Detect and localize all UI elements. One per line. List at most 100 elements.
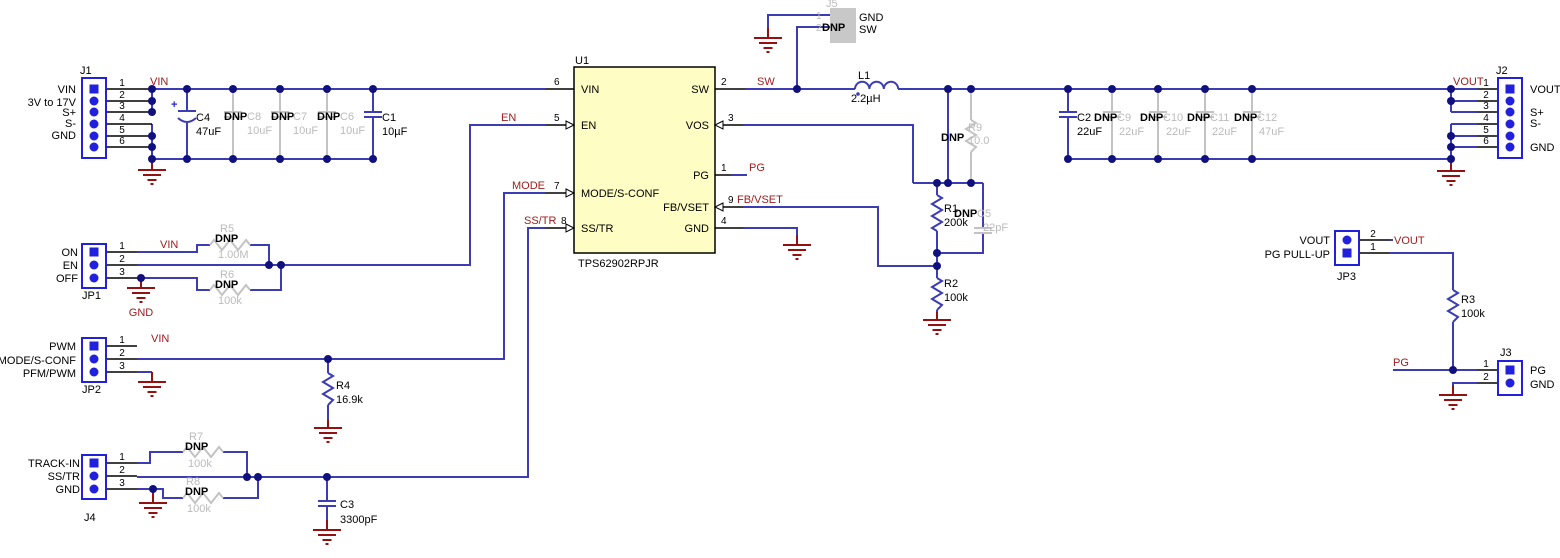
c7-dnp: DNP [271,111,294,123]
c12-dnp: DNP [1234,112,1257,124]
c2-value: 22uF [1077,126,1102,138]
j2-num: 6 [1483,136,1489,147]
r2-value: 100k [944,292,968,304]
net-gnd-jp1: GND [129,307,154,319]
r7-dnp: DNP [185,441,208,453]
c8-value: 10uF [247,125,272,137]
c6-value: 10uF [340,125,365,137]
mode-input-arrow-icon [565,188,576,198]
c3-ref: C3 [340,499,354,511]
j1-label-range: 3V to 17V [28,97,77,109]
c8-ref: C8 [247,111,261,123]
j3-ref: J3 [1500,347,1512,359]
j1-label-splus: S+ [62,107,76,119]
j2-num: 5 [1483,125,1489,136]
wire-sstr [137,227,545,478]
j4-label-track: TRACK-IN [28,458,80,470]
res-r3 [1446,289,1460,323]
cap-c12 [1243,89,1261,159]
c3-value: 3300pF [340,514,378,526]
res-r8 [182,491,224,505]
cap-c8 [224,89,242,159]
u1-num-7: 7 [554,181,560,192]
en-input-arrow-icon [565,120,576,130]
j5-label-sw: SW [859,24,877,36]
ground-j5 [754,28,782,53]
r6-dnp: DNP [215,279,238,291]
jp2-num: 2 [119,348,125,359]
cap-c6 [318,89,336,159]
j2-pin1-square [1505,84,1515,94]
u1-num-1: 1 [721,163,727,174]
sstr-input-arrow-icon [565,223,576,233]
res-r4 [321,372,335,406]
c9-value: 22uF [1119,126,1144,138]
jp2-stubs [106,345,137,373]
cap-c4: + [171,89,197,159]
c2-ref: C2 [1077,112,1091,124]
r6-value: 100k [218,295,242,307]
jp3-ref: JP3 [1337,271,1356,283]
c7-ref: C7 [293,111,307,123]
cap-c7 [271,89,289,159]
j4-stubs [106,462,137,490]
r5-dnp: DNP [215,233,238,245]
ground-jp2 [138,372,166,397]
j5-body [830,8,856,43]
c6-ref: C6 [340,111,354,123]
c4-value: 47uF [196,126,221,138]
inductor-l1 [854,80,900,96]
ground-r2 [923,312,951,335]
c7-value: 10uF [293,125,318,137]
j2-num: 2 [1483,90,1489,101]
jp3-label-pullup: PG PULL-UP [1265,249,1330,261]
connector-jp2: JP2 1 2 3 PWM MODE/S-CONF PFM/PWM [0,335,125,396]
j5-label-gnd: GND [859,12,884,24]
net-vin-j1: VIN [150,76,168,88]
r1-ref: R1 [944,203,958,215]
res-r5 [209,238,251,252]
ground-symbols [127,28,1467,545]
j4-label-sstr: SS/TR [48,471,80,483]
l1-ref: L1 [858,70,870,82]
j1-num: 2 [119,90,125,101]
wire-j5-pin1 [767,14,830,28]
j2-label-splus: S+ [1530,107,1544,119]
junction-dots [137,85,1457,493]
u1-pin-sw: SW [691,84,709,96]
cap-c10 [1149,89,1167,159]
u1-part-number: TPS62902RPJR [578,258,659,270]
j4-num: 3 [119,478,125,489]
cap-c11 [1196,89,1214,159]
net-pg-j3: PG [1393,357,1409,369]
u1-num-3: 3 [728,113,734,124]
l1-polarity-dot [856,92,860,96]
wire-fb [743,206,937,267]
c1-value: 10µF [382,126,408,138]
jp3-label-vout: VOUT [1299,235,1330,247]
cap-c1 [364,89,382,159]
c9-ref: C9 [1117,112,1131,124]
c1-ref: C1 [382,112,396,124]
r2-ref: R2 [944,278,958,290]
resistors [182,89,1460,505]
j1-num: 3 [119,101,125,112]
ground-j4 [139,489,167,518]
l1-value: 2.2µH [851,93,881,105]
u1-left-stubs [545,88,574,229]
jp1-pin1-square [89,247,99,257]
jp2-label-pwm: PWM [49,341,76,353]
net-labels: VIN SW EN MODE SS/TR PG FB/VSET VIN GND … [129,76,1484,369]
net-mode: MODE [512,180,545,192]
jp2-label-pfm: PFM/PWM [23,368,76,380]
jp3-pin1-square [1342,248,1352,258]
j5-ref: J5 [826,0,838,10]
u1-pin-sstr: SS/TR [581,223,613,235]
vos-input-arrow-icon [713,120,724,130]
u1-pin-fb: FB/VSET [663,202,709,214]
jp1-label-en: EN [63,260,78,272]
j1-num: 6 [119,136,125,147]
wire-r6-branch [137,265,282,291]
net-vout-j2: VOUT [1453,76,1484,88]
jp1-label-on: ON [62,247,79,259]
